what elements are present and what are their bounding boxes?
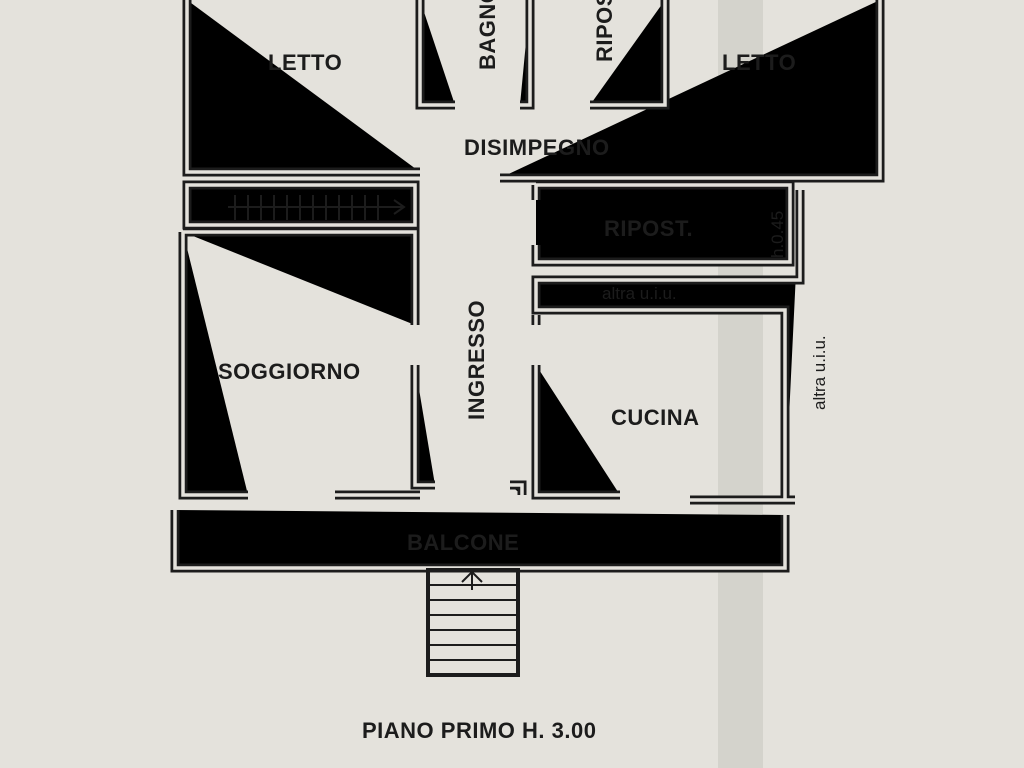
room-label-disimpegno: DISIMPEGNO [464,135,610,160]
walls [175,0,880,568]
room-label-bagno: BAGNO [475,0,500,70]
wall [590,0,665,105]
wall [536,365,620,495]
wall [500,0,880,178]
wall [175,510,785,568]
room-label-letto-right: LETTO [722,50,796,75]
room-label-altra-uiu: altra u.i.u. [602,284,677,303]
room-label-cucina: CUCINA [611,405,700,430]
room-label-ingresso: INGRESSO [464,300,489,420]
plan-caption: PIANO PRIMO H. 3.00 [362,718,596,743]
room-label-ripost: RIPOST. [604,216,693,241]
wall [187,0,420,172]
interior-stair [228,195,406,220]
wall [183,232,415,325]
room-label-letto: LETTO [268,50,342,75]
wall [335,365,435,495]
room-label-ripost-top: RIPOST. [592,0,617,62]
room-label-balcone: BALCONE [407,530,519,555]
wall [183,232,248,495]
wall [420,0,455,105]
wall [536,185,790,262]
room-label-soggiorno: SOGGIORNO [218,359,361,384]
exterior-stair [426,568,520,677]
height-note: h.0.45 [768,211,787,258]
room-label-altra-uiu-vertical: altra u.i.u. [810,335,829,410]
